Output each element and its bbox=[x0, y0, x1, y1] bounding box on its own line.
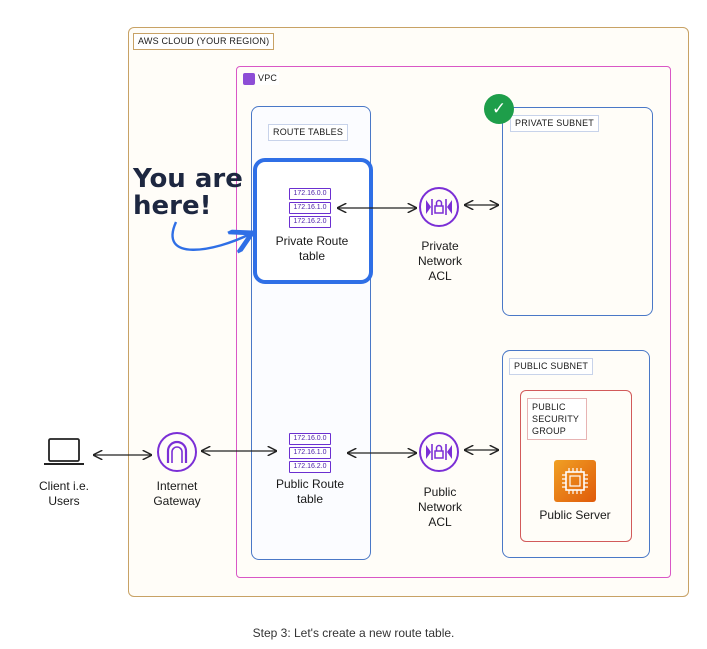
server-icon bbox=[554, 460, 596, 502]
public-acl-icon bbox=[418, 431, 460, 478]
gateway-line2: Gateway bbox=[153, 494, 201, 508]
vpc-icon bbox=[243, 73, 255, 85]
public-acl-line1: Public bbox=[423, 485, 457, 499]
private-acl-line3: ACL bbox=[428, 269, 452, 283]
private-route-table-icon: 172.16.0.0 172.16.1.0 172.16.2.0 bbox=[289, 188, 331, 230]
checkmark-icon: ✓ bbox=[484, 94, 514, 124]
chip-icon bbox=[562, 468, 588, 494]
vpc-label: VPC bbox=[256, 72, 280, 85]
private-route-table-line1: Private Route bbox=[275, 234, 349, 248]
security-group-label: PUBLIC SECURITY GROUP bbox=[527, 398, 587, 440]
public-acl-label: Public Network ACL bbox=[400, 485, 480, 530]
you-are-here-arrow bbox=[171, 221, 250, 250]
route-entry: 172.16.1.0 bbox=[289, 447, 331, 459]
public-route-table-line2: table bbox=[296, 492, 324, 506]
private-subnet-label: PRIVATE SUBNET bbox=[510, 115, 599, 132]
figure-caption: Step 3: Let's create a new route table. bbox=[252, 626, 455, 640]
private-route-table-label: Private Route table bbox=[260, 234, 364, 264]
route-tables-label: ROUTE TABLES bbox=[268, 124, 349, 141]
sg-line3: GROUP bbox=[532, 426, 567, 436]
route-entry: 172.16.0.0 bbox=[289, 433, 331, 445]
private-route-table-line2: table bbox=[298, 249, 326, 263]
annotation-line1: You are bbox=[133, 164, 243, 194]
public-route-table-label: Public Route table bbox=[258, 477, 362, 507]
route-entry: 172.16.2.0 bbox=[289, 461, 331, 473]
internet-gateway-icon bbox=[156, 431, 198, 478]
client-line2: Users bbox=[48, 494, 80, 508]
server-label: Public Server bbox=[539, 508, 611, 522]
public-acl-line3: ACL bbox=[428, 515, 452, 529]
private-acl-label: Private Network ACL bbox=[400, 239, 480, 284]
public-route-table-line1: Public Route bbox=[275, 477, 345, 491]
sg-line1: PUBLIC bbox=[532, 402, 566, 412]
public-acl-line2: Network bbox=[417, 500, 462, 514]
public-subnet-label: PUBLIC SUBNET bbox=[509, 358, 594, 375]
gateway-line1: Internet bbox=[156, 479, 198, 493]
route-entry: 172.16.2.0 bbox=[289, 216, 331, 228]
security-group-box bbox=[520, 390, 632, 542]
annotation-line2: here! bbox=[133, 191, 212, 221]
private-acl-line1: Private bbox=[421, 239, 459, 253]
private-subnet-box bbox=[502, 107, 653, 316]
public-subnet-box bbox=[502, 350, 650, 558]
sg-line2: SECURITY bbox=[532, 414, 580, 424]
internet-gateway-label: Internet Gateway bbox=[137, 479, 217, 509]
private-acl-line2: Network bbox=[417, 254, 462, 268]
route-entry: 172.16.0.0 bbox=[289, 188, 331, 200]
vpc-box bbox=[236, 66, 671, 578]
client-label: Client i.e. Users bbox=[22, 479, 106, 509]
client-line1: Client i.e. bbox=[38, 479, 90, 493]
aws-cloud-label: AWS CLOUD (YOUR REGION) bbox=[133, 33, 275, 50]
laptop-icon bbox=[42, 436, 86, 475]
you-are-here-annotation: You are here! bbox=[133, 166, 243, 220]
private-acl-icon bbox=[418, 186, 460, 233]
public-route-table-icon: 172.16.0.0 172.16.1.0 172.16.2.0 bbox=[289, 433, 331, 475]
route-entry: 172.16.1.0 bbox=[289, 202, 331, 214]
